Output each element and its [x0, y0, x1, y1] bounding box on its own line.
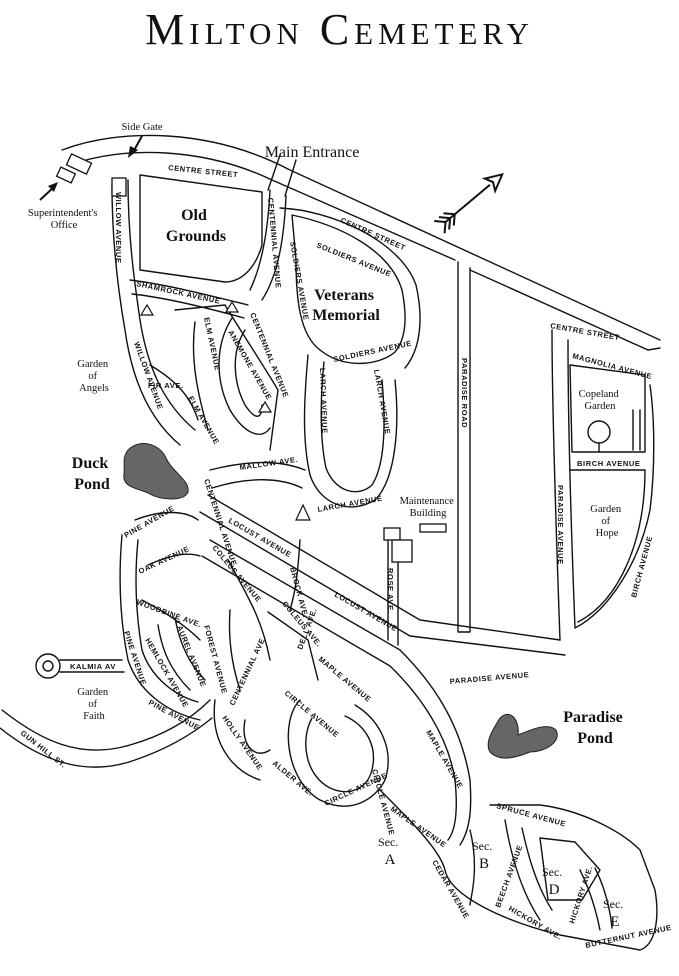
- street-label: CENTENNIAL AVE.: [228, 634, 268, 707]
- garden-of-faith-label: Garden of Faith: [77, 687, 111, 722]
- copeland-garden-label: Copeland Garden: [579, 389, 622, 412]
- superintendent-office-building: [65, 153, 93, 175]
- buildings: [55, 153, 447, 563]
- triangle-marker-icon: [295, 503, 311, 521]
- street-label: LOCUST AVENUE: [227, 516, 293, 559]
- map-title: Milton Cemetery: [145, 5, 534, 54]
- duck-pond-shape: [123, 443, 189, 500]
- street-label: BEECH AVENUE: [493, 844, 524, 909]
- street-label: LARCH AVENUE: [318, 368, 329, 434]
- street-label: SOLDIERS AVENUE: [333, 339, 413, 364]
- street-label: CENTENNIAL AVENUE: [248, 311, 290, 399]
- triangle-marker-icon: [257, 400, 273, 413]
- main-entrance-label: Main Entrance: [265, 144, 360, 161]
- section-a-label: Sec. A: [378, 834, 402, 868]
- garden-of-angels-label: Garden of Angels: [77, 359, 111, 394]
- paradise-pond-shape: [487, 713, 558, 759]
- street-label: ELM AVENUE: [202, 317, 222, 372]
- street-label: CENTRE STREET: [168, 163, 239, 179]
- side-gate-label: Side Gate: [121, 122, 162, 133]
- street-label: CEDAR AVENUE: [430, 859, 471, 921]
- street-label: OAK AVENUE: [137, 544, 191, 575]
- street-label: LARCH AVENUE: [372, 369, 392, 436]
- street-labels: CENTRE STREET CENTRE STREET CENTRE STREE…: [19, 163, 673, 950]
- garden-of-hope-label: Garden of Hope: [590, 504, 624, 539]
- street-label: ROSE AVE.: [386, 568, 395, 613]
- street-label: WILLOW AVENUE: [132, 341, 165, 411]
- superintendent-pointer-icon: [39, 182, 58, 201]
- street-label: PARADISE ROAD: [460, 358, 469, 428]
- street-label: MALLOW AVE.: [239, 455, 299, 472]
- street-label: PARADISE AVENUE: [449, 670, 529, 686]
- side-gate-pointer-icon: [128, 135, 143, 158]
- street-label: GUN HILL ST.: [19, 728, 68, 769]
- street-label: BIRCH AVENUE: [577, 459, 640, 468]
- street-label: PINE AVENUE: [123, 504, 177, 540]
- section-e-label: Sec. E: [603, 896, 627, 930]
- office-annex-building: [55, 166, 77, 184]
- paradise-pond-label: Paradise Pond: [563, 709, 627, 747]
- street-label: BUTTERNUT AVENUE: [585, 923, 673, 950]
- road-network: [0, 134, 661, 951]
- street-label: KALMIA AV: [70, 662, 116, 671]
- old-grounds-label: Old Grounds: [166, 207, 226, 245]
- street-label: BIRCH AVENUE: [629, 535, 654, 599]
- street-label: WILLOW AVENUE: [114, 192, 123, 264]
- section-b-label: Sec. B: [472, 838, 496, 872]
- duck-pond-label: Duck Pond: [72, 455, 112, 493]
- north-arrow-icon: [434, 172, 504, 234]
- street-label: MAPLE AVENUE: [317, 655, 373, 704]
- street-label: HICKORY AVE.: [507, 904, 564, 942]
- maintenance-shed: [419, 523, 447, 533]
- street-label: CENTRE STREET: [550, 321, 621, 342]
- street-label: ELM AVENUE: [186, 395, 221, 447]
- veterans-memorial-label: Veterans Memorial: [312, 287, 380, 324]
- street-label: LAUREL AVENUE: [173, 619, 208, 688]
- street-label: PARADISE AVENUE: [556, 485, 565, 565]
- maintenance-building-a: [383, 527, 401, 541]
- street-label: FIR AVE.: [148, 381, 184, 390]
- street-label: LARCH AVENUE: [317, 494, 384, 514]
- street-label: WOODBINE AVE.: [135, 597, 203, 629]
- maintenance-building-label: Maintenance Building: [400, 496, 457, 519]
- street-label: CENTENNIAL AVENUE: [266, 197, 283, 288]
- street-label: PINE AVENUE: [122, 630, 148, 687]
- gatehouse-building: [111, 177, 127, 197]
- section-d-label: Sec. D: [542, 864, 566, 898]
- street-label: SOLDIERS AVENUE: [315, 241, 392, 279]
- street-label: COLEUS AVENUE: [210, 544, 263, 605]
- superintendent-office-label: Superintendent's Office: [28, 208, 100, 231]
- maintenance-building-b: [391, 539, 413, 563]
- street-label: HOLLY AVENUE: [220, 714, 264, 772]
- triangle-marker-icon: [139, 303, 155, 316]
- triangle-marker-icon: [224, 300, 240, 313]
